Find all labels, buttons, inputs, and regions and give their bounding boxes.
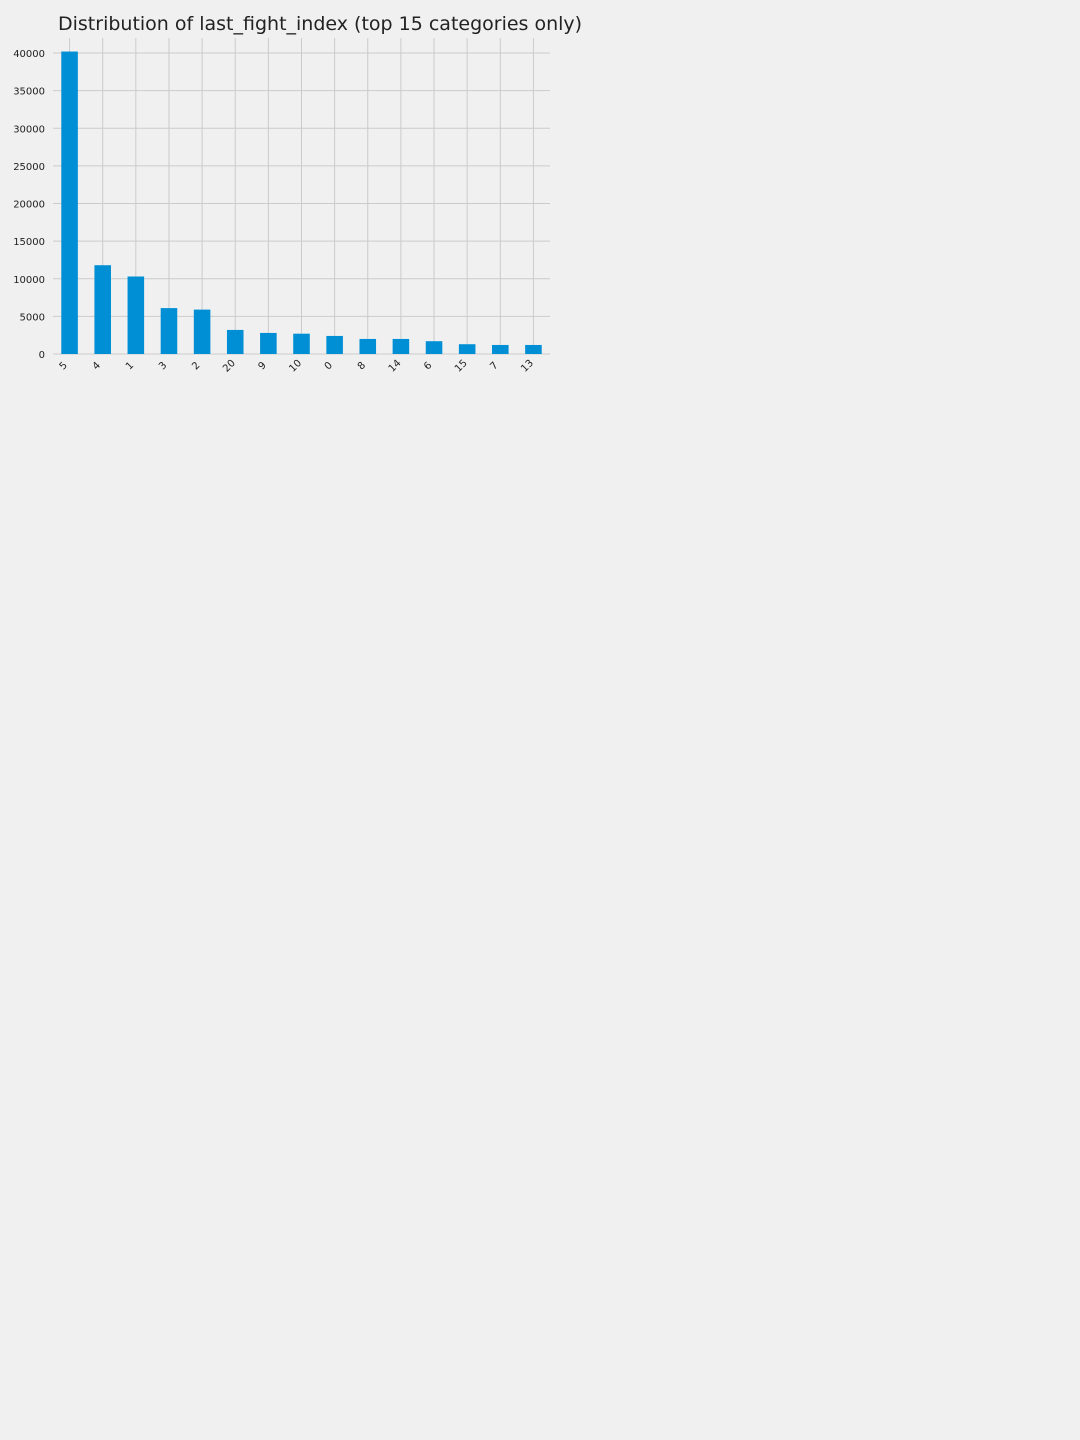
x-tick-label: 0 <box>323 360 335 372</box>
bar-14 <box>392 338 410 354</box>
x-tick-label: 3 <box>157 360 169 372</box>
x-tick-label: 2 <box>190 360 202 372</box>
x-tick-label: 7 <box>488 360 500 372</box>
bar-5 <box>61 51 78 355</box>
bar-15 <box>458 344 476 354</box>
x-tick-label: 9 <box>256 360 268 372</box>
y-tick-label: 15000 <box>13 237 45 248</box>
y-tick-label: 20000 <box>13 200 45 211</box>
x-tick-label: 5 <box>58 360 70 372</box>
y-tick-label: 5000 <box>20 312 45 323</box>
y-axis-ticks: 0 5000 10000 15000 20000 25000 30000 35000 40000 <box>13 49 45 361</box>
y-tick-label: 35000 <box>13 87 45 98</box>
chart-container: Distribution of last_fight_index (top 15… <box>0 0 582 390</box>
y-tick-label: 0 <box>39 350 45 361</box>
x-tick-label: 15 <box>453 358 470 375</box>
x-tick-label: 20 <box>221 358 238 375</box>
chart-title: Distribution of last_fight_index (top 15… <box>58 13 582 35</box>
y-tick-label: 30000 <box>13 124 45 135</box>
x-tick-label: 8 <box>356 360 368 372</box>
x-tick-label: 1 <box>124 360 136 372</box>
x-tick-label: 10 <box>287 358 304 375</box>
grid-layer <box>53 38 550 355</box>
bar-1 <box>127 276 145 354</box>
bar-6 <box>425 341 443 354</box>
bar-8 <box>359 338 377 354</box>
y-tick-label: 10000 <box>13 275 45 286</box>
x-tick-label: 13 <box>519 358 536 375</box>
bar-3 <box>160 308 178 354</box>
bar-chart: Distribution of last_fight_index (top 15… <box>13 13 582 375</box>
bar-20 <box>226 329 244 354</box>
bar-7 <box>492 344 509 354</box>
y-tick-label: 40000 <box>13 49 45 60</box>
x-tick-label: 4 <box>91 360 103 372</box>
bar-0 <box>326 335 343 354</box>
bar-4 <box>94 265 111 354</box>
bar-13 <box>525 344 542 354</box>
x-tick-label: 14 <box>387 358 404 375</box>
x-tick-label: 6 <box>422 360 434 372</box>
bar-10 <box>293 333 310 354</box>
bar-2 <box>193 309 211 354</box>
bar-9 <box>260 332 277 354</box>
bar-layer <box>61 51 542 355</box>
y-tick-label: 25000 <box>13 162 45 173</box>
